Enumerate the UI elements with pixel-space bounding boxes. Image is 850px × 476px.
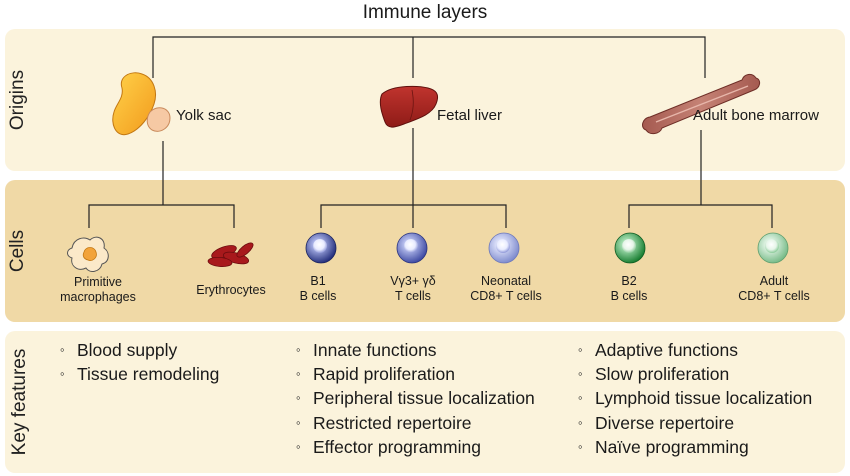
neonatal-cd8-t-cell-icon — [488, 232, 520, 264]
yolk-sac-icon — [112, 72, 171, 136]
list-item: Tissue remodeling — [60, 362, 219, 386]
list-item: Rapid proliferation — [296, 362, 535, 386]
adult-cd8-t-cell-icon — [757, 232, 789, 264]
list-item: Effector programming — [296, 435, 535, 459]
features-yolk-sac-list: Blood supply Tissue remodeling — [60, 338, 219, 386]
list-item: Peripheral tissue localization — [296, 386, 535, 410]
list-item: Blood supply — [60, 338, 219, 362]
list-item: Innate functions — [296, 338, 535, 362]
list-item: Diverse repertoire — [578, 411, 812, 435]
origin-label-fetal-liver: Fetal liver — [437, 107, 503, 124]
list-item: Slow proliferation — [578, 362, 812, 386]
b1-b-cell-icon — [305, 232, 337, 264]
features-adult-list: Adaptive functions Slow proliferation Ly… — [578, 338, 812, 459]
connector-lines — [88, 36, 773, 228]
list-item: Restricted repertoire — [296, 411, 535, 435]
b2-b-cell-icon — [614, 232, 646, 264]
origin-label-adult-bone-marrow: Adult bone marrow — [693, 107, 819, 124]
diagram-title: Immune layers — [362, 2, 488, 23]
cell-label-erythrocytes: Erythrocytes — [196, 283, 266, 297]
list-item: Adaptive functions — [578, 338, 812, 362]
list-item: Lymphoid tissue localization — [578, 386, 812, 410]
vg3-t-cell-icon — [396, 232, 428, 264]
list-item: Naïve programming — [578, 435, 812, 459]
features-fetal-list: Innate functions Rapid proliferation Per… — [296, 338, 535, 459]
erythrocyte-icon — [207, 242, 254, 268]
bone-icon — [642, 73, 761, 135]
liver-icon — [379, 85, 439, 128]
macrophage-icon — [67, 236, 109, 272]
origin-label-yolk-sac: Yolk sac — [176, 107, 232, 124]
